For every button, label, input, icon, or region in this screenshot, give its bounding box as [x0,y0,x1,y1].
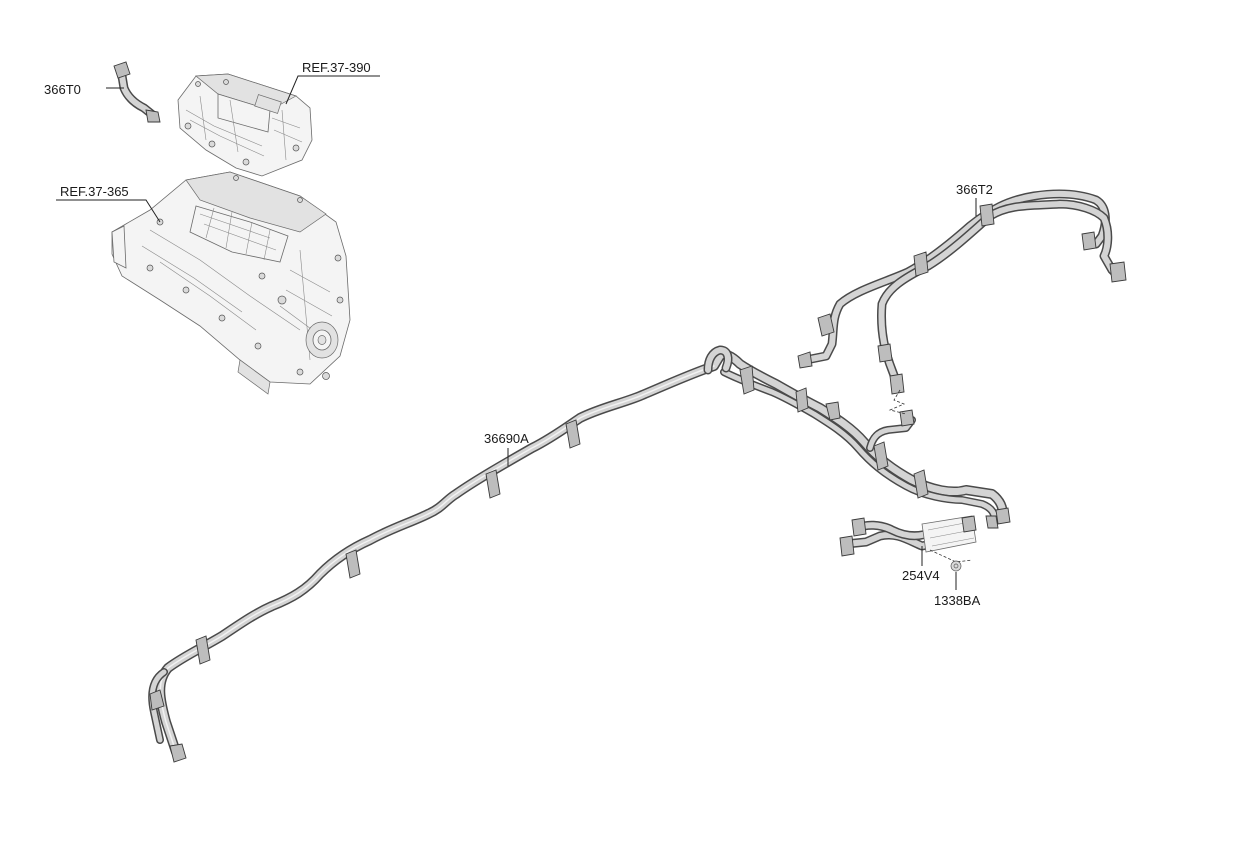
hose-366T0 [113,61,161,123]
label-1338BA: 1338BA [934,593,981,608]
hose-36690A [148,345,1011,763]
leader-ref-37-390 [285,75,380,105]
connection-dashed-line [888,389,907,415]
label-254V4: 254V4 [902,568,940,583]
label-ref-37-390: REF.37-390 [302,60,371,75]
label-366T0: 366T0 [44,82,81,97]
label-366T2: 366T2 [956,182,993,197]
label-36690A: 36690A [484,431,529,446]
hose-254V4 [839,515,977,557]
hose-366T2 [797,189,1127,395]
label-ref-37-365: REF.37-365 [60,184,129,199]
motor-assembly [111,171,351,395]
leader-ref-37-365 [56,199,161,223]
leader-lines [56,75,977,590]
inverter-assembly [177,73,313,177]
bolt-1338BA [929,549,973,572]
